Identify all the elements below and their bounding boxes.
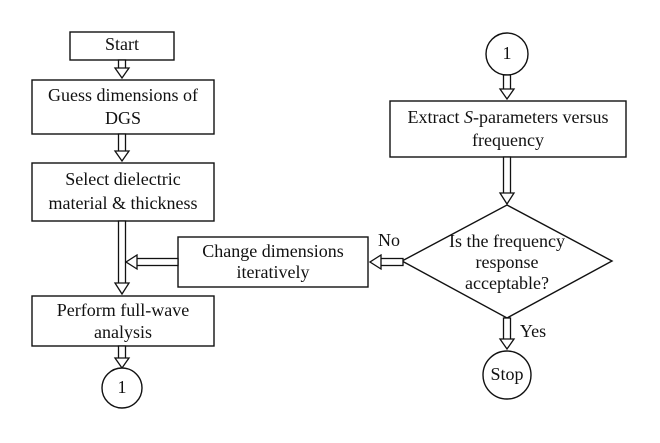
select-dielectric-label-line2: material & thickness <box>49 193 198 213</box>
start-box <box>69 31 175 61</box>
arrow-decision-to-change <box>368 253 404 271</box>
connector-right-label: 1 <box>503 43 512 63</box>
arrow-select-to-perform <box>113 220 131 296</box>
edge-label-no: No <box>378 230 400 250</box>
arrow-extract-to-decision <box>498 156 516 206</box>
change-dimensions-label-line1: Change dimensions <box>202 241 344 261</box>
arrow-guess-to-select <box>113 133 131 163</box>
decision-label-line3: acceptable? <box>465 273 549 293</box>
stop-label: Stop <box>490 364 523 384</box>
select-dielectric-label-line1: Select dielectric <box>65 169 180 189</box>
extract-sparams-label-line1: Extract S-parameters versus <box>408 107 609 127</box>
change-dimensions-label-line2: iteratively <box>237 262 310 282</box>
arrow-connector-to-extract <box>498 74 516 101</box>
change-dimensions-box <box>177 236 369 288</box>
extract-sparams-label-line2: frequency <box>472 130 544 150</box>
arrow-change-to-column <box>124 253 179 271</box>
arrow-perform-to-connector <box>113 345 131 370</box>
stop-circle <box>482 350 532 400</box>
perform-analysis-label-line2: analysis <box>94 322 152 342</box>
connector-left-circle <box>101 367 143 409</box>
guess-dimensions-label-line1: Guess dimensions of <box>48 85 198 105</box>
decision-label-line1: Is the frequency <box>449 231 565 251</box>
select-dielectric-box <box>31 162 215 222</box>
perform-analysis-label-line1: Perform full-wave <box>57 300 189 320</box>
start-label: Start <box>105 34 139 54</box>
perform-analysis-box <box>31 295 215 347</box>
guess-dimensions-label-line2: DGS <box>105 108 141 128</box>
arrow-decision-to-stop <box>498 317 516 351</box>
connector-left-label: 1 <box>118 377 127 397</box>
arrow-start-to-guess <box>113 59 131 80</box>
edge-label-yes: Yes <box>520 321 546 341</box>
decision-label-line2: response <box>476 252 539 272</box>
